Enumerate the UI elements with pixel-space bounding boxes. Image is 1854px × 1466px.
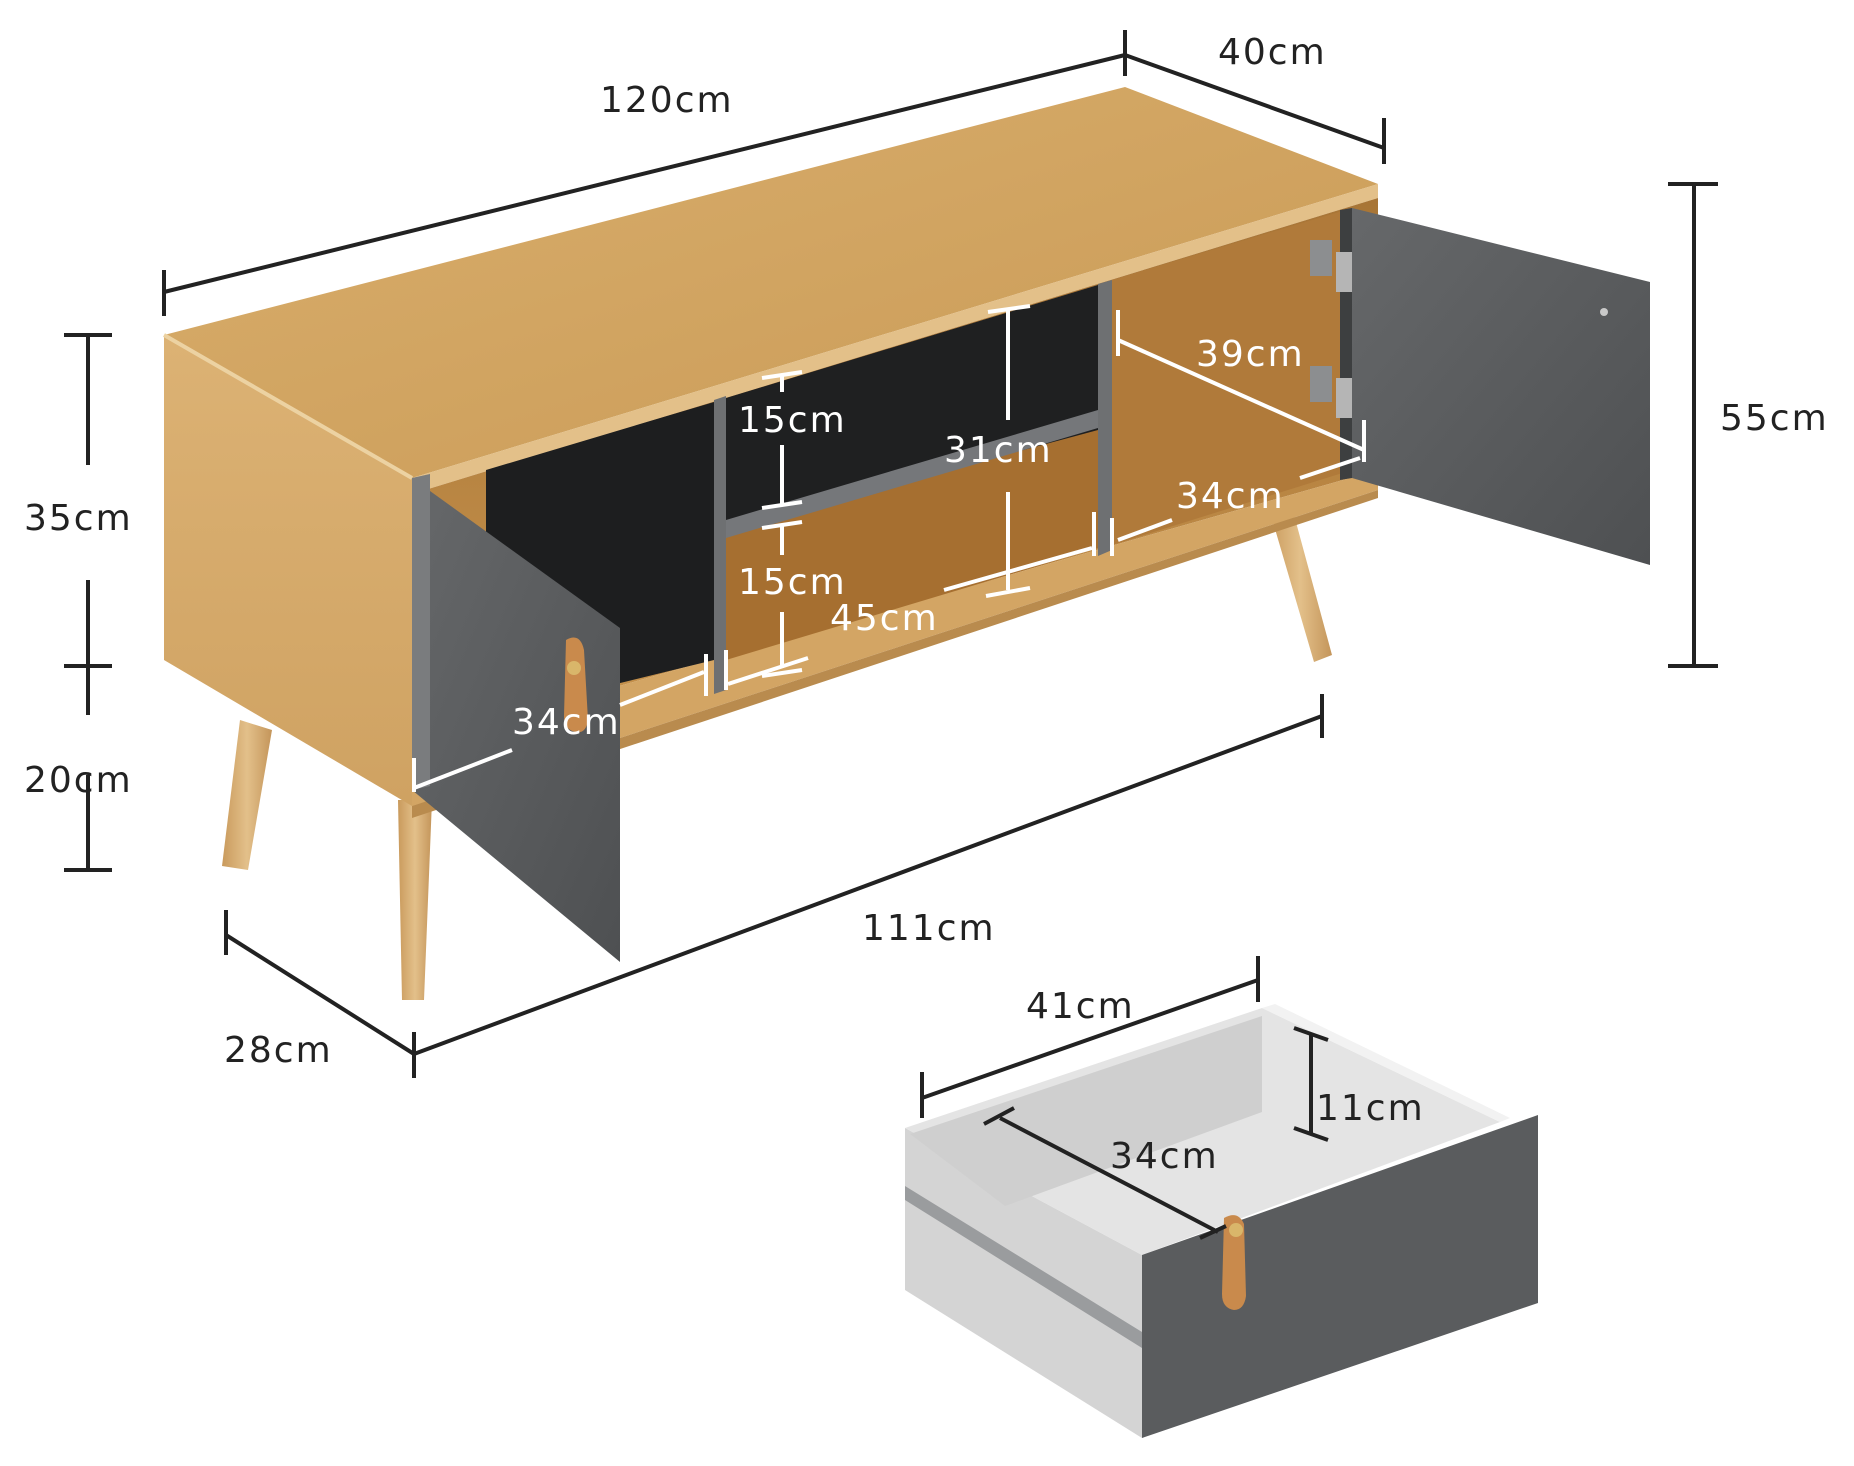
leg-front-left — [398, 800, 432, 1000]
top-front-edge — [412, 184, 1378, 494]
dimension-lines-dark — [64, 30, 1718, 1078]
tv-stand — [163, 87, 1650, 1000]
right-door — [1352, 208, 1650, 565]
divider-left — [714, 396, 726, 694]
dimension-labels: 120cm 40cm 55cm 35cm 20cm 28cm 111cm 34c… — [24, 32, 1829, 1177]
hinge-upper — [1310, 240, 1352, 292]
drawer — [905, 956, 1538, 1438]
label-drawer-height: 11cm — [1316, 1088, 1425, 1129]
leg-back-left — [222, 720, 272, 870]
label-drawer-width: 41cm — [1026, 986, 1135, 1027]
label-right-compartment-depth: 39cm — [1196, 334, 1305, 375]
label-right-compartment-width: 34cm — [1176, 476, 1285, 517]
label-overall-width: 120cm — [600, 80, 734, 121]
bottom-rail — [412, 470, 1378, 806]
label-inner-depth: 28cm — [224, 1030, 333, 1071]
label-middle-compartment-width: 45cm — [830, 598, 939, 639]
label-body-height: 35cm — [24, 498, 133, 539]
label-middle-compartment-height: 31cm — [944, 430, 1053, 471]
left-side-panel — [164, 335, 412, 806]
label-lower-shelf-height: 15cm — [738, 562, 847, 603]
leather-handle-drawer — [1222, 1215, 1246, 1310]
left-door — [412, 478, 620, 962]
label-left-compartment-width: 34cm — [512, 702, 621, 743]
dimension-lines-light — [412, 304, 1366, 792]
drawer-left-side — [905, 1128, 1142, 1438]
right-compartment — [1112, 208, 1352, 545]
label-upper-shelf-height: 15cm — [738, 400, 847, 441]
label-leg-height: 20cm — [24, 760, 133, 801]
drawer-slide-rail — [905, 1186, 1142, 1348]
middle-shelf — [726, 410, 1098, 538]
label-overall-depth: 40cm — [1218, 32, 1327, 73]
label-overall-height: 55cm — [1720, 398, 1829, 439]
leather-handle-left — [564, 637, 588, 733]
label-inner-width: 111cm — [862, 908, 996, 949]
drawer-front — [1142, 1115, 1538, 1438]
top-surface — [164, 87, 1378, 478]
hinge-lower — [1310, 366, 1352, 418]
label-drawer-depth: 34cm — [1110, 1136, 1219, 1177]
divider-right — [1098, 280, 1112, 556]
leg-back-right — [1268, 500, 1332, 662]
